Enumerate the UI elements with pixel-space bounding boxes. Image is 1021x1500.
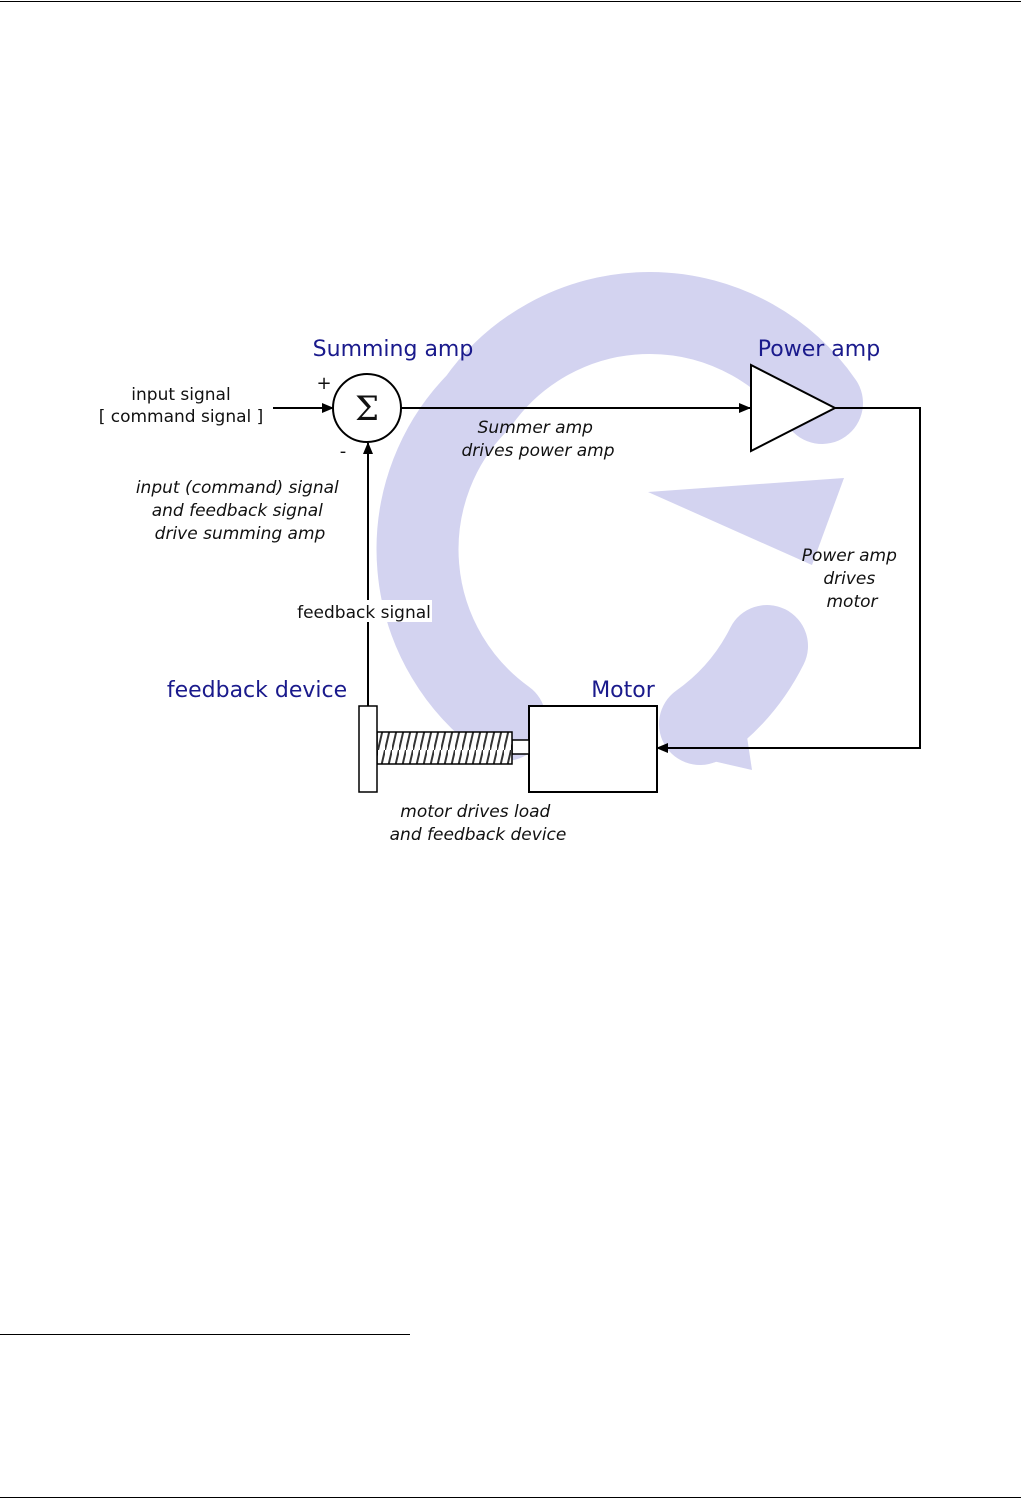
motor-drives-load-annotation: motor drives load and feedback device: [390, 802, 567, 845]
motor-shaft: [511, 739, 530, 755]
input-signal-label: input signal: [131, 385, 230, 405]
power-amp-triangle: [750, 363, 838, 453]
summer-drives-annotation: Summer amp drives power amp: [462, 418, 615, 461]
plus-sign: +: [316, 373, 331, 394]
motor-title: Motor: [591, 678, 656, 703]
power-drives-motor-annotation: Power amp drives motor: [802, 546, 903, 612]
command-signal-label: [ command signal ]: [99, 407, 264, 427]
feedback-device-title: feedback device: [167, 678, 347, 703]
sigma-symbol: Σ: [355, 389, 379, 429]
footnote-rule: [0, 1334, 410, 1335]
feedback-device-bar: [358, 705, 378, 793]
feedback-signal-label: feedback signal: [297, 603, 431, 623]
power-amp-title: Power amp: [758, 337, 880, 362]
minus-sign: -: [340, 441, 347, 462]
cycle-arrow-icon: [376, 271, 863, 770]
page-bottom-rule: [0, 1497, 1021, 1498]
summing-amp-title: Summing amp: [313, 337, 474, 362]
motor-box: [528, 705, 658, 793]
input-feedback-annotation: input (command) signal and feedback sign…: [136, 478, 344, 544]
page-top-rule: [0, 1, 1021, 2]
lead-screw: [376, 731, 513, 765]
power-amp-to-motor-line: [656, 407, 921, 753]
